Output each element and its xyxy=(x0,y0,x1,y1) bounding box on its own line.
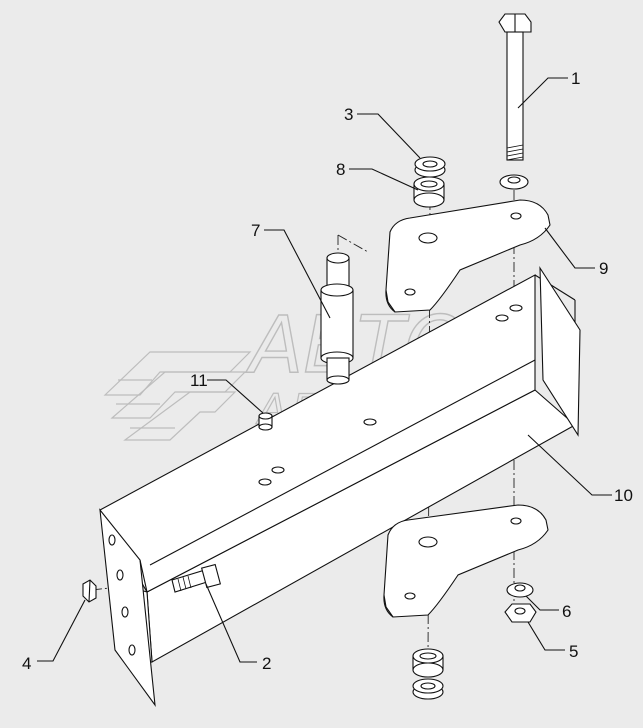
callout-1: 1 xyxy=(571,69,580,88)
callout-5: 5 xyxy=(569,642,578,661)
callout-2: 2 xyxy=(262,654,271,673)
part-9-upper-bracket xyxy=(385,199,551,313)
callout-3: 3 xyxy=(344,105,353,124)
part-1-bolt xyxy=(498,13,532,161)
part-4-nut xyxy=(82,579,97,603)
part-8-bushing-top xyxy=(413,176,445,208)
part-7-pivot-pin xyxy=(320,252,354,385)
watermark-logo-icon xyxy=(103,351,252,441)
callout-11: 11 xyxy=(190,371,208,390)
part-6-washer-top xyxy=(499,174,529,190)
callout-leaders xyxy=(37,77,612,663)
part-2-small-bolt xyxy=(171,563,222,593)
part-11-grease-fitting xyxy=(258,412,273,431)
callout-6: 6 xyxy=(562,602,571,621)
callout-10: 10 xyxy=(614,486,633,505)
part-1-thread xyxy=(506,144,524,161)
part-8-bushing-bottom xyxy=(412,648,444,678)
callout-labels: 1 2 3 4 5 6 7 8 9 10 11 xyxy=(22,69,633,673)
part-3-locknut-top xyxy=(414,156,446,178)
part-10-beam xyxy=(99,266,581,707)
part-9-lower-bracket xyxy=(383,504,549,618)
part-5-nut xyxy=(504,603,537,623)
callout-8: 8 xyxy=(336,160,345,179)
callout-9: 9 xyxy=(599,259,608,278)
callout-4: 4 xyxy=(22,654,31,673)
part-3-locknut-bottom xyxy=(412,678,444,700)
part-2-thread xyxy=(177,575,192,592)
callout-7: 7 xyxy=(251,221,260,240)
part-6-washer-bottom xyxy=(506,582,534,598)
